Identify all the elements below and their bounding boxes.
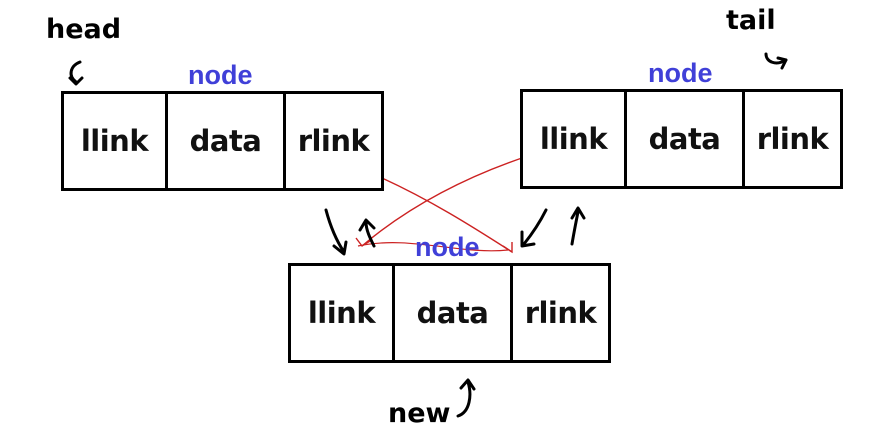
head-arrow-icon [68,60,84,86]
new-label: new [388,398,451,429]
up-arrow-to-right-llink-icon [570,206,586,246]
right-node-rlink-field: rlink [742,92,840,186]
left-rlink-to-new-rlink-line [381,177,513,253]
red-arrowhead-new-llink [355,237,371,247]
tail-arrow-icon [764,52,788,70]
right-node-llink-field: llink [539,122,608,156]
new-node-caption: node [415,232,480,262]
right-node-caption: node [648,58,713,88]
red-arrowhead-new-rlink [502,242,513,254]
new-node: llink data rlink [288,263,611,363]
left-node: llink data rlink [61,91,384,191]
new-arrow-icon [456,378,476,418]
new-node-data-field: data [392,266,510,360]
left-node-llink-field: llink [80,124,149,158]
new-node-llink-field: llink [307,296,376,330]
new-llink-to-left-rlink-line [357,242,509,252]
down-arrow-to-new-llink-icon [324,208,348,256]
right-llink-to-new-llink-line [361,155,529,247]
left-node-data-field: data [165,94,283,188]
tail-label: tail [726,5,776,36]
new-node-rlink-field: rlink [510,266,608,360]
head-label: head [46,14,122,45]
right-node: llink data rlink [520,89,843,189]
up-arrow-from-new-llink-icon [358,218,376,248]
down-arrow-to-new-rlink-icon [520,208,548,248]
left-node-caption: node [188,60,253,90]
right-node-data-field: data [624,92,742,186]
left-node-rlink-field: rlink [283,94,381,188]
